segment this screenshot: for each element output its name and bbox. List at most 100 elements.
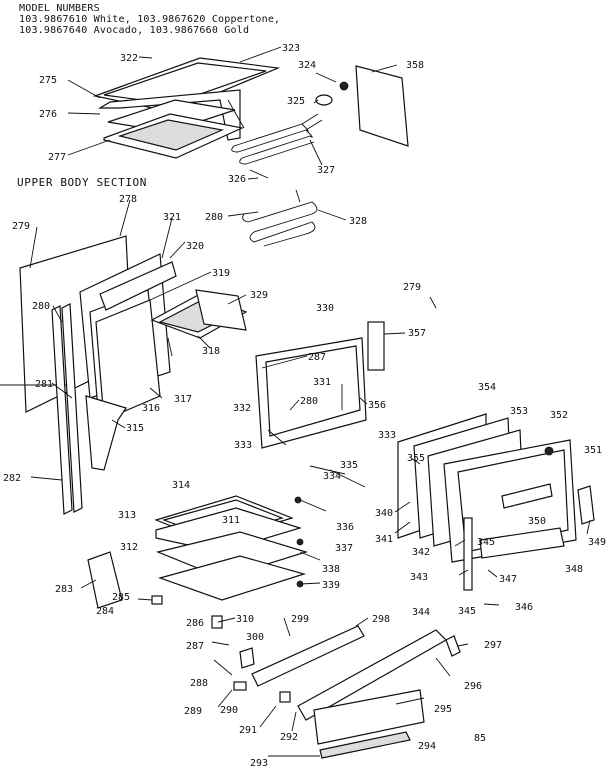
callout-325: 325 (287, 96, 305, 107)
callout-350: 350 (528, 516, 546, 527)
callout-315: 315 (126, 423, 144, 434)
broil-element-drawing (231, 113, 323, 179)
callout-290: 290 (220, 705, 238, 716)
callout-355: 355 (407, 453, 425, 464)
bottom-panel-drawing (87, 551, 223, 629)
side-bracket-drawing (85, 395, 127, 471)
callout-335: 335 (340, 460, 358, 471)
callout-279: 279 (12, 221, 30, 232)
callout-351: 351 (584, 445, 602, 456)
callout-296: 296 (464, 681, 482, 692)
callout-339: 339 (322, 580, 340, 591)
callout-327: 327 (317, 165, 335, 176)
callout-331: 331 (313, 377, 331, 388)
callout-348: 348 (565, 564, 583, 575)
callout-277: 277 (48, 152, 66, 163)
callout-294: 294 (418, 741, 436, 752)
callout-330: 330 (316, 303, 334, 314)
callout-289: 289 (184, 706, 202, 717)
side-rail-drawing (51, 303, 83, 515)
callout-356: 356 (368, 400, 386, 411)
callout-312: 312 (120, 542, 138, 553)
callout-285: 285 (112, 592, 130, 603)
callout-341: 341 (375, 534, 393, 545)
callout-labels: 322 323 324 358 275 325 276 277 327 326 … (3, 43, 606, 768)
callout-298: 298 (372, 614, 390, 625)
callout-278: 278 (119, 194, 137, 205)
callout-345-b: 345 (458, 606, 476, 617)
model-numbers-line-1: 103.9867610 White, 103.9867620 Copperton… (19, 14, 281, 25)
callout-280-c: 280 (300, 396, 318, 407)
callout-352: 352 (550, 410, 568, 421)
oven-rack-drawing (154, 495, 309, 601)
callout-313: 313 (118, 510, 136, 521)
callout-300: 300 (246, 632, 264, 643)
top-panel-drawing (315, 65, 409, 147)
callout-287: 287 (308, 352, 326, 363)
page-code: 85 (474, 733, 487, 744)
callout-292: 292 (280, 732, 298, 743)
callout-280: 280 (205, 212, 223, 223)
callout-284: 284 (96, 606, 114, 617)
door-frame-drawing (255, 321, 385, 449)
callout-320: 320 (186, 241, 204, 252)
callout-319: 319 (212, 268, 230, 279)
bake-element-drawing (242, 189, 318, 247)
callout-317: 317 (174, 394, 192, 405)
callout-332: 332 (233, 403, 251, 414)
callout-321: 321 (163, 212, 181, 223)
callout-346: 346 (515, 602, 533, 613)
callout-281: 281 (35, 379, 53, 390)
callout-297: 297 (484, 640, 502, 651)
callout-353: 353 (510, 406, 528, 417)
callout-338: 338 (322, 564, 340, 575)
top-frame-drawing (92, 57, 281, 159)
callout-333: 333 (378, 430, 396, 441)
callout-336: 336 (336, 522, 354, 533)
callout-310: 310 (236, 614, 254, 625)
callout-322: 322 (120, 53, 138, 64)
callout-349: 349 (588, 537, 606, 548)
callout-275: 275 (39, 75, 57, 86)
control-panel-drawing (233, 625, 461, 759)
broiler-pan-drawing (150, 289, 248, 357)
callout-316: 316 (142, 403, 160, 414)
callout-347: 347 (499, 574, 517, 585)
model-numbers-line-2: 103.9867640 Avocado, 103.9867660 Gold (19, 25, 250, 36)
callout-340: 340 (375, 508, 393, 519)
callout-345: 345 (477, 537, 495, 548)
callout-287-b: 287 (186, 641, 204, 652)
callout-288: 288 (190, 678, 208, 689)
leader-lines (29, 46, 591, 757)
callout-358: 358 (406, 60, 424, 71)
callout-280-b: 280 (32, 301, 50, 312)
callout-318: 318 (202, 346, 220, 357)
callout-334: 334 (323, 471, 341, 482)
callout-357: 357 (408, 328, 426, 339)
callout-283: 283 (55, 584, 73, 595)
callout-344: 344 (412, 607, 430, 618)
callout-343: 343 (410, 572, 428, 583)
callout-279-b: 279 (403, 282, 421, 293)
callout-329: 329 (250, 290, 268, 301)
callout-282: 282 (3, 473, 21, 484)
callout-333-b: 333 (234, 440, 252, 451)
section-label: UPPER BODY SECTION (17, 176, 148, 189)
callout-323: 323 (282, 43, 300, 54)
callout-295: 295 (434, 704, 452, 715)
callout-326: 326 (228, 174, 246, 185)
model-numbers-title: MODEL NUMBERS (19, 3, 100, 14)
callout-314: 314 (172, 480, 190, 491)
callout-311: 311 (222, 515, 240, 526)
door-assembly-drawing (397, 413, 595, 591)
callout-354: 354 (478, 382, 496, 393)
callout-342: 342 (412, 547, 430, 558)
callout-291: 291 (239, 725, 257, 736)
callout-293: 293 (250, 758, 268, 768)
oven-liner-drawing (79, 253, 177, 421)
callout-324: 324 (298, 60, 316, 71)
callout-299: 299 (291, 614, 309, 625)
callout-286: 286 (186, 618, 204, 629)
